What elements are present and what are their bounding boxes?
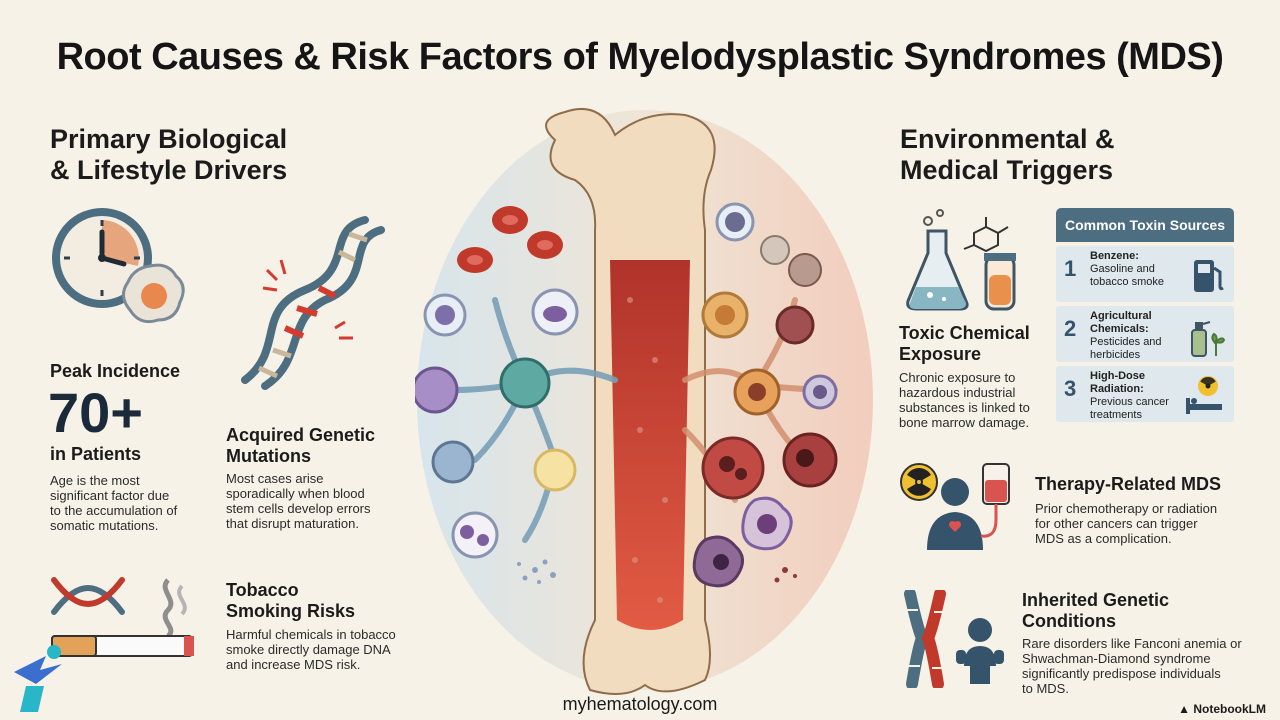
cell-icon [122, 263, 185, 324]
tobacco-title: Tobacco Smoking Risks [226, 580, 356, 621]
toxin-sources-header: Common Toxin Sources [1056, 208, 1234, 242]
cigarette-icon [51, 577, 194, 657]
dna-icon [241, 216, 385, 390]
inherited-conditions-title: Inherited Genetic Conditions [1022, 590, 1170, 631]
clock-icon [52, 208, 185, 324]
peak-incidence-label: Peak Incidence [50, 361, 181, 381]
right-section-heading: Environmental & Medical Triggers [900, 124, 1115, 185]
peak-incidence-number: 70+ [48, 381, 143, 444]
bone-marrow-illustration [415, 107, 873, 695]
logo-icon [14, 645, 62, 712]
marrow-cavity [610, 260, 690, 630]
left-heading-line2: & Lifestyle Drivers [50, 155, 288, 185]
therapy-related-title: Therapy-Related MDS [1035, 474, 1222, 494]
footer-url[interactable]: myhematology.com [562, 694, 718, 714]
left-heading-line1: Primary Biological [50, 124, 288, 154]
test-tube-icon [984, 253, 1016, 311]
acquired-mutations-title: Acquired Genetic Mutations [226, 425, 376, 466]
inherited-conditions-description: Rare disorders like Fanconi anemia or Sh… [1022, 636, 1242, 696]
toxin-sources-panel: Common Toxin Sources 1 Benzene:Gasoline … [1056, 208, 1234, 432]
toxin-item-radiation: 3 High-Dose Radiation:Previous cancer tr… [1056, 366, 1234, 422]
radiation-bed-icon [1186, 376, 1222, 414]
iv-bag-icon [900, 463, 1010, 550]
notebooklm-brand: ▲ NotebookLM [1178, 702, 1266, 716]
toxin-item-agricultural: 2 Agricultural Chemicals:Pesticides and … [1056, 306, 1234, 362]
page-title: Root Causes & Risk Factors of Myelodyspl… [56, 36, 1224, 78]
peak-incidence-description: Age is the most significant factor due t… [50, 473, 178, 533]
toxic-exposure-title: Toxic Chemical Exposure [899, 323, 1030, 364]
fuel-pump-icon [1194, 260, 1224, 292]
peak-incidence-sublabel: in Patients [50, 444, 142, 464]
notebooklm-icon: ▲ [1178, 702, 1190, 716]
flask-icon [906, 209, 1016, 311]
left-section-heading: Primary Biological & Lifestyle Drivers [50, 124, 287, 186]
baby-icon [956, 618, 1004, 684]
toxic-exposure-description: Chronic exposure to hazardous industrial… [899, 370, 1030, 430]
therapy-related-description: Prior chemotherapy or radiation for othe… [1035, 501, 1218, 546]
spray-bottle-icon [1191, 321, 1226, 357]
toxin-item-benzene: 1 Benzene:Gasoline and tobacco smoke [1056, 246, 1234, 302]
tobacco-description: Harmful chemicals in tobacco smoke direc… [226, 627, 396, 672]
chromosome-icon [904, 590, 1004, 688]
acquired-mutations-description: Most cases arise sporadically when blood… [226, 471, 371, 531]
